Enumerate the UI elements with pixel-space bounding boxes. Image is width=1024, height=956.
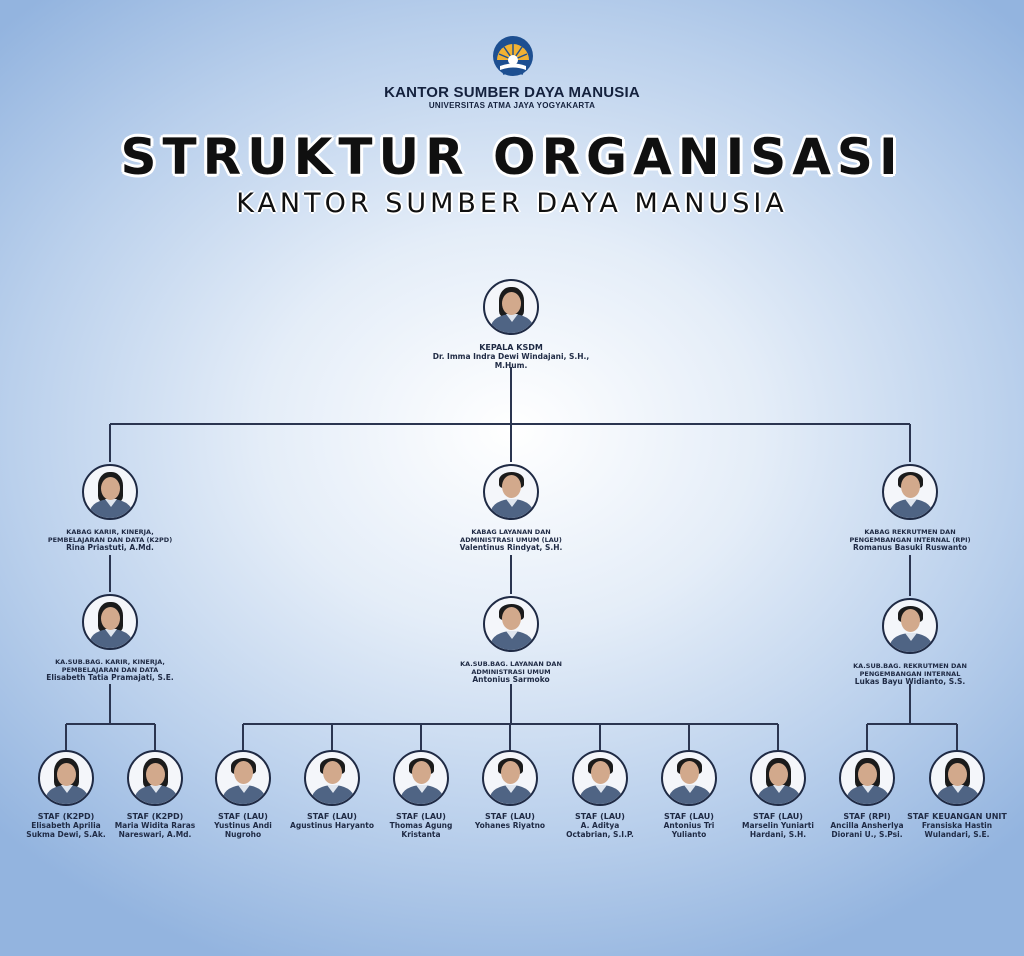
- org-node-head: KEPALA KSDM Dr. Imma Indra Dewi Windajan…: [426, 279, 596, 370]
- org-node-staff-9: STAF (LAU) Marselin Yuniarti Hardani, S.…: [693, 750, 863, 839]
- avatar: [750, 750, 806, 806]
- org-node-staff-3: STAF (LAU) Yustinus Andi Nugroho: [158, 750, 328, 839]
- avatar: [483, 279, 539, 335]
- node-person-name: Dr. Imma Indra Dewi Windajani, S.H., M.H…: [432, 352, 590, 370]
- node-person-name: Rina Priastuti, A.Md.: [66, 543, 154, 552]
- node-role: STAF (LAU): [575, 812, 625, 821]
- node-role: STAF (LAU): [485, 812, 535, 821]
- org-node-kabag-k2pd: KABAG KARIR, KINERJA, PEMBELAJARAN DAN D…: [25, 464, 195, 553]
- node-role: STAF (LAU): [218, 812, 268, 821]
- avatar: [929, 750, 985, 806]
- node-role: STAF (RPI): [843, 812, 891, 821]
- avatar: [82, 594, 138, 650]
- org-node-staff-4: STAF (LAU) Agustinus Haryanto: [247, 750, 417, 831]
- node-person-name: Elisabeth Tatia Pramajati, S.E.: [46, 673, 174, 682]
- node-role: KA.SUB.BAG. REKRUTMEN DAN PENGEMBANGAN I…: [853, 662, 967, 678]
- org-node-staff-10: STAF (RPI) Ancilla Ansherlya Diorani U.,…: [782, 750, 952, 839]
- node-person-name: Antonius Sarmoko: [472, 675, 550, 684]
- avatar: [572, 750, 628, 806]
- node-person-name: Maria Widita Raras Nareswari, A.Md.: [114, 821, 196, 839]
- node-person-name: Thomas Agung Kristanta: [389, 821, 453, 839]
- org-node-staff-11: STAF KEUANGAN UNIT Fransiska Hastin Wula…: [872, 750, 1024, 839]
- org-node-staff-7: STAF (LAU) A. Aditya Octabrian, S.I.P.: [515, 750, 685, 839]
- org-node-kasubbag-k2pd: KA.SUB.BAG. KARIR, KINERJA, PEMBELAJARAN…: [25, 594, 195, 683]
- node-person-name: Agustinus Haryanto: [290, 821, 374, 830]
- university-logo-icon: [493, 36, 533, 76]
- node-role: STAF (LAU): [664, 812, 714, 821]
- node-role: STAF (LAU): [753, 812, 803, 821]
- avatar: [839, 750, 895, 806]
- org-node-kasubbag-lau: KA.SUB.BAG. LAYANAN DAN ADMINISTRASI UMU…: [426, 596, 596, 685]
- node-person-name: Ancilla Ansherlya Diorani U., S.Psi.: [830, 821, 904, 839]
- org-node-staff-6: STAF (LAU) Yohanes Riyatno: [425, 750, 595, 831]
- org-node-kabag-lau: KABAG LAYANAN DAN ADMINISTRASI UMUM (LAU…: [426, 464, 596, 553]
- org-node-kabag-rpi: KABAG REKRUTMEN DAN PENGEMBANGAN INTERNA…: [825, 464, 995, 553]
- page-title: STRUKTUR ORGANISASI: [120, 128, 904, 186]
- avatar: [38, 750, 94, 806]
- node-role: KEPALA KSDM: [479, 343, 543, 352]
- node-person-name: Marselin Yuniarti Hardani, S.H.: [742, 821, 814, 839]
- node-person-name: Romanus Basuki Ruswanto: [853, 543, 967, 552]
- org-node-staff-2: STAF (K2PD) Maria Widita Raras Nareswari…: [70, 750, 240, 839]
- avatar: [82, 464, 138, 520]
- node-role: STAF KEUANGAN UNIT: [907, 812, 1007, 821]
- node-role: KABAG REKRUTMEN DAN PENGEMBANGAN INTERNA…: [849, 528, 971, 544]
- avatar: [393, 750, 449, 806]
- org-node-staff-8: STAF (LAU) Antonius Tri Yulianto: [604, 750, 774, 839]
- avatar: [304, 750, 360, 806]
- node-person-name: Valentinus Rindyat, S.H.: [459, 543, 563, 552]
- node-person-name: Elisabeth Aprilia Sukma Dewi, S.Ak.: [26, 821, 106, 839]
- avatar: [483, 464, 539, 520]
- node-role: KABAG LAYANAN DAN ADMINISTRASI UMUM (LAU…: [460, 528, 562, 544]
- node-role: KA.SUB.BAG. LAYANAN DAN ADMINISTRASI UMU…: [460, 660, 562, 676]
- university-name: UNIVERSITAS ATMA JAYA YOGYAKARTA: [428, 101, 596, 110]
- node-person-name: Lukas Bayu Widianto, S.S.: [854, 677, 966, 686]
- avatar: [483, 596, 539, 652]
- node-role: KABAG KARIR, KINERJA, PEMBELAJARAN DAN D…: [47, 528, 173, 544]
- office-name: KANTOR SUMBER DAYA MANUSIA: [384, 84, 640, 101]
- node-role: STAF (K2PD): [126, 812, 184, 821]
- avatar: [215, 750, 271, 806]
- avatar: [127, 750, 183, 806]
- page-subtitle: KANTOR SUMBER DAYA MANUSIA: [236, 188, 788, 219]
- node-person-name: Yustinus Andi Nugroho: [214, 821, 272, 839]
- avatar: [882, 598, 938, 654]
- avatar: [882, 464, 938, 520]
- org-node-staff-5: STAF (LAU) Thomas Agung Kristanta: [336, 750, 506, 839]
- avatar: [661, 750, 717, 806]
- node-role: STAF (K2PD): [37, 812, 95, 821]
- node-role: STAF (LAU): [307, 812, 357, 821]
- node-person-name: Fransiska Hastin Wulandari, S.E.: [921, 821, 993, 839]
- node-person-name: Yohanes Riyatno: [474, 821, 546, 830]
- org-node-staff-1: STAF (K2PD) Elisabeth Aprilia Sukma Dewi…: [0, 750, 151, 839]
- node-role: STAF (LAU): [396, 812, 446, 821]
- avatar: [482, 750, 538, 806]
- node-person-name: A. Aditya Octabrian, S.I.P.: [566, 821, 634, 839]
- node-person-name: Antonius Tri Yulianto: [663, 821, 715, 839]
- node-role: KA.SUB.BAG. KARIR, KINERJA, PEMBELAJARAN…: [55, 658, 165, 674]
- org-node-kasubbag-rpi: KA.SUB.BAG. REKRUTMEN DAN PENGEMBANGAN I…: [825, 598, 995, 687]
